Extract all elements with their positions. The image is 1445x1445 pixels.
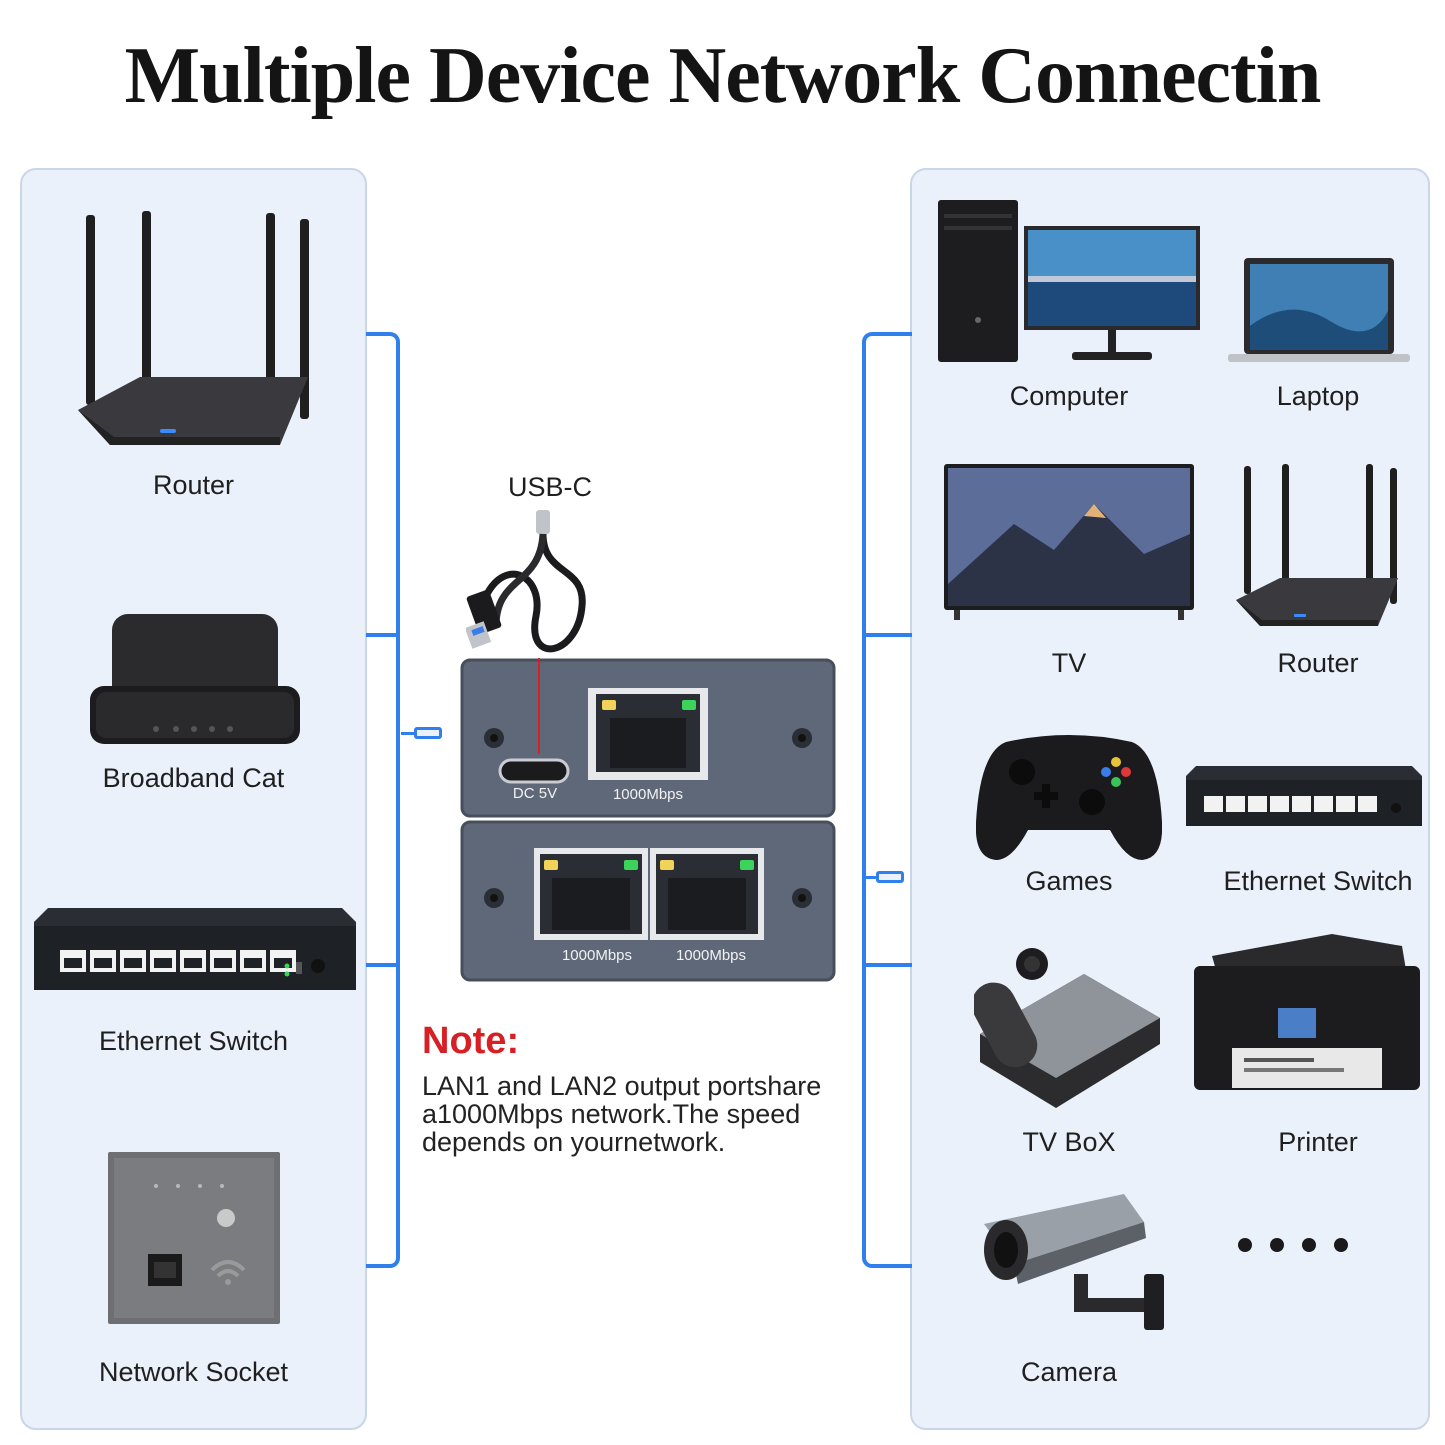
- switch-icon: [34, 908, 356, 990]
- game-controller-icon: [976, 735, 1162, 860]
- port-speed-label-bottom-right: 1000Mbps: [675, 947, 747, 964]
- right-device-label-ethernet-switch: Ethernet Switch: [1223, 866, 1413, 896]
- right-device-label-printer: Printer: [1278, 1127, 1358, 1157]
- usb-cable-icon: [466, 510, 586, 653]
- tv-icon: [944, 464, 1194, 620]
- adapter-device: [460, 658, 836, 982]
- right-device-label-tv-box: TV BoX: [1022, 1127, 1116, 1157]
- left-device-label-ethernet-switch: Ethernet Switch: [98, 1026, 289, 1056]
- left-connector-tick: [366, 633, 400, 637]
- right-device-label-laptop: Laptop: [1276, 381, 1360, 411]
- right-connector-bracket: [862, 332, 912, 1268]
- desktop-computer-icon: [938, 200, 1200, 362]
- security-camera-icon: [984, 1194, 1164, 1330]
- page-title: Multiple Device Network Connectin: [124, 32, 1322, 120]
- switch-icon: [1186, 766, 1422, 826]
- port-speed-label-top: 1000Mbps: [612, 786, 684, 803]
- laptop-icon: [1228, 258, 1410, 362]
- ethernet-plug-icon: [863, 871, 904, 883]
- modem-icon: [90, 614, 300, 744]
- tv-box-icon: [974, 948, 1160, 1108]
- wall-socket-icon: [108, 1152, 280, 1324]
- dc-5v-label: DC 5V: [512, 785, 558, 802]
- left-connector-tick: [366, 963, 400, 967]
- right-device-label-tv: TV: [1051, 648, 1087, 678]
- right-device-label-camera: Camera: [1020, 1357, 1118, 1387]
- note-title: Note:: [422, 1020, 520, 1062]
- usb-c-label: USB-C: [507, 472, 592, 502]
- note-text: LAN1 and LAN2 output portshare a1000Mbps…: [422, 1071, 822, 1157]
- printer-icon: [1194, 934, 1420, 1090]
- right-connector-tick: [862, 963, 912, 967]
- port-speed-label-bottom-left: 1000Mbps: [561, 947, 633, 964]
- ethernet-plug-icon: [401, 727, 442, 739]
- left-device-label-network-socket: Network Socket: [98, 1357, 289, 1387]
- router-icon: [1236, 464, 1398, 626]
- left-device-label-router: Router: [152, 470, 235, 500]
- left-device-label-broadband-cat: Broadband Cat: [102, 763, 285, 793]
- right-device-label-games: Games: [1025, 866, 1113, 896]
- router-icon: [78, 211, 309, 445]
- right-connector-tick: [862, 633, 912, 637]
- right-device-label-router: Router: [1277, 648, 1359, 678]
- right-device-label-computer: Computer: [1009, 381, 1129, 411]
- left-connector-bracket: [366, 332, 400, 1268]
